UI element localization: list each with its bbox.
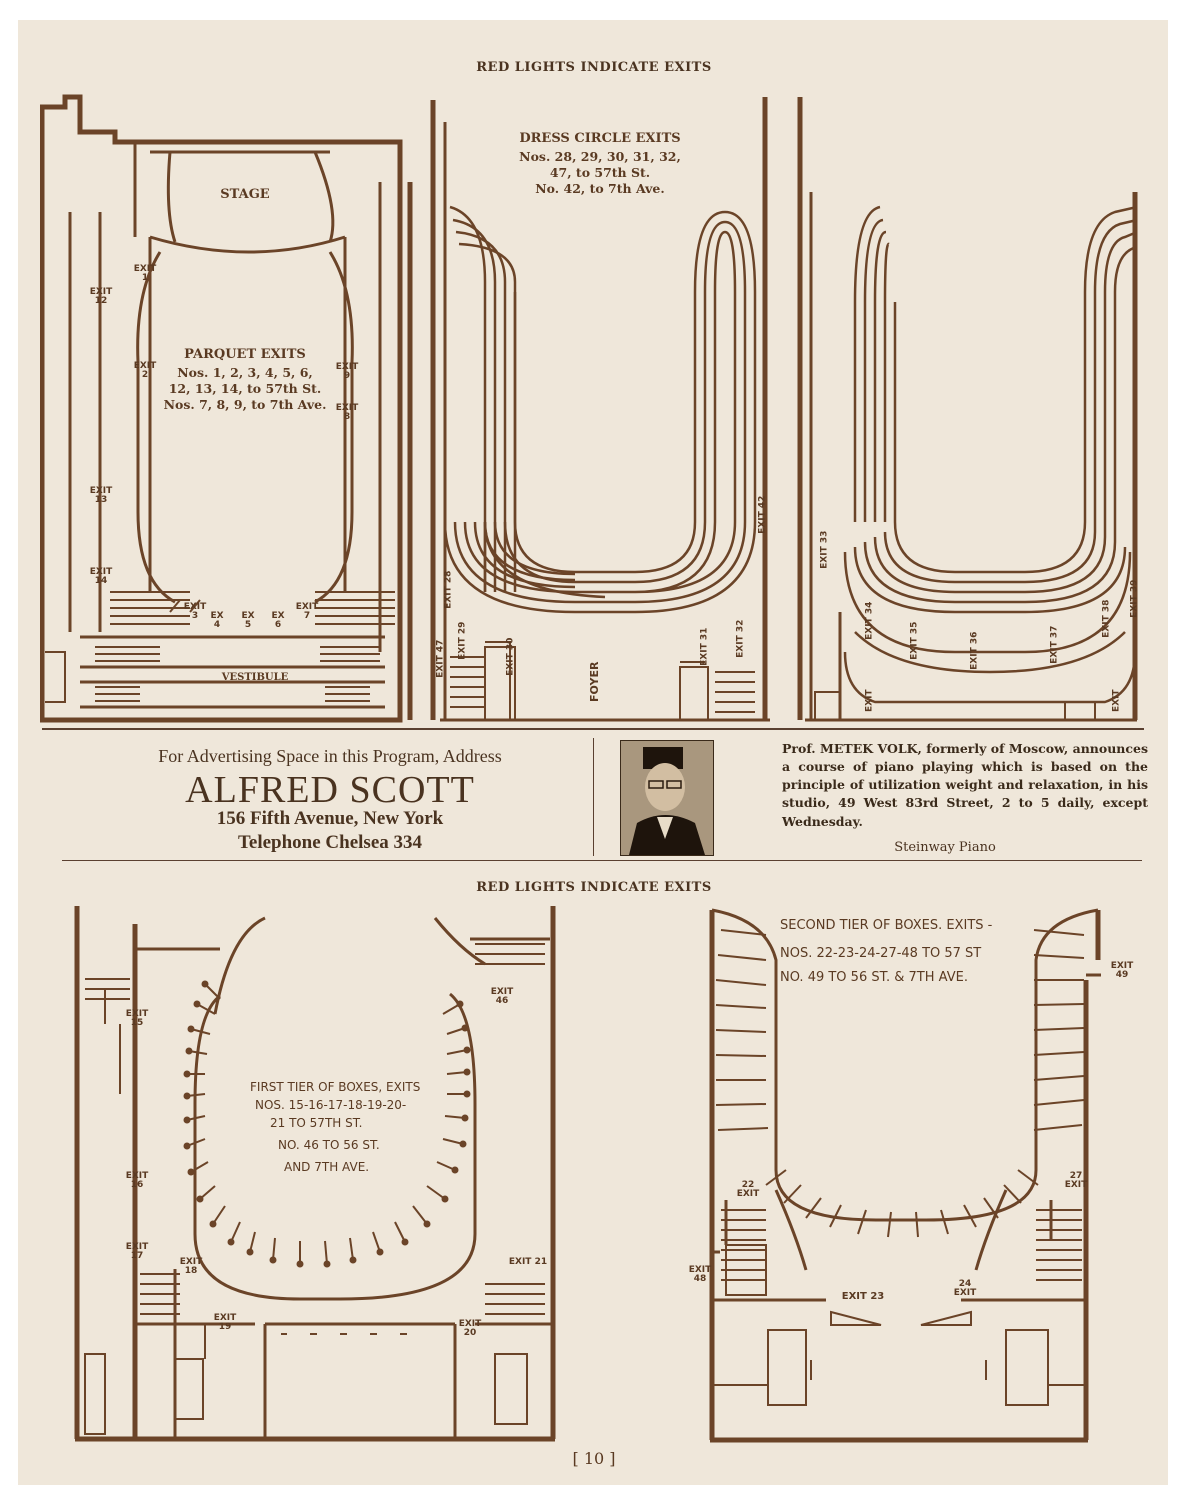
exit-47-label: EXIT 47 bbox=[435, 639, 446, 678]
first-tier-line1: FIRST TIER OF BOXES, EXITS bbox=[250, 1080, 421, 1094]
exit-29-label: EXIT 29 bbox=[457, 621, 468, 660]
ad-name: ALFRED SCOTT bbox=[185, 769, 475, 811]
exit-42-label: EXIT 42 bbox=[757, 495, 768, 534]
second-tier-line1: SECOND TIER OF BOXES. EXITS - bbox=[780, 918, 993, 933]
exit-31-label: EXIT 31 bbox=[699, 627, 710, 666]
parquet-floor-plan bbox=[40, 94, 413, 723]
dress-circle-line1: Nos. 28, 29, 30, 31, 32, bbox=[519, 149, 681, 164]
exit-unnumbered-right-label: EXIT bbox=[1111, 689, 1122, 713]
first-tier-line4: NO. 46 TO 56 ST. bbox=[278, 1138, 380, 1152]
first-tier-line2: NOS. 15-16-17-18-19-20- bbox=[255, 1098, 407, 1112]
volk-portrait bbox=[620, 740, 714, 856]
portrait-figure-icon bbox=[621, 741, 713, 855]
page-number: [ 10 ] bbox=[572, 1449, 616, 1468]
exit-38-label: EXIT 38 bbox=[1101, 599, 1112, 638]
volk-announcement: Prof. METEK VOLK, formerly of Moscow, an… bbox=[782, 741, 1148, 829]
vestibule-label: VESTIBULE bbox=[221, 672, 289, 683]
parquet-exits-line1: Nos. 1, 2, 3, 4, 5, 6, bbox=[177, 365, 313, 380]
exit-28-label: EXIT 28 bbox=[443, 570, 454, 609]
exit-30-label: EXIT 30 bbox=[505, 637, 516, 676]
stage-label: STAGE bbox=[220, 187, 270, 202]
dress-circle-line3: No. 42, to 7th Ave. bbox=[535, 181, 665, 196]
exit-36-label: EXIT 36 bbox=[969, 631, 980, 670]
foyer-label: FOYER bbox=[588, 661, 602, 702]
exit-32-label: EXIT 32 bbox=[735, 619, 746, 658]
exit-unnumbered-left-label: EXIT bbox=[864, 689, 875, 713]
second-tier-line2: NOS. 22-23-24-27-48 TO 57 ST bbox=[780, 946, 982, 961]
first-tier-line3: 21 TO 57TH ST. bbox=[270, 1116, 363, 1130]
exit-23-label: EXIT 23 bbox=[841, 1291, 885, 1302]
exit-21-label: EXIT 21 bbox=[508, 1257, 548, 1267]
exit-34-label: EXIT 34 bbox=[864, 601, 875, 640]
exit-33-label: EXIT 33 bbox=[819, 530, 830, 569]
ad-phone: Telephone Chelsea 334 bbox=[237, 832, 423, 853]
dress-circle-title: DRESS CIRCLE EXITS bbox=[519, 131, 681, 146]
exit-37-label: EXIT 37 bbox=[1049, 625, 1060, 664]
divider-top bbox=[42, 728, 1144, 730]
first-tier-line5: AND 7TH AVE. bbox=[284, 1160, 370, 1174]
dress-circle-line2: 47, to 57th St. bbox=[549, 165, 651, 180]
parquet-exits-title: PARQUET EXITS bbox=[184, 347, 306, 362]
dress-circle-floor-plan bbox=[430, 97, 1138, 722]
volk-piano: Steinway Piano bbox=[894, 840, 996, 855]
ad-address: 156 Fifth Avenue, New York bbox=[216, 808, 444, 829]
first-tier-floor-plan bbox=[74, 906, 556, 1442]
ad-line1: For Advertising Space in this Program, A… bbox=[158, 746, 502, 766]
second-tier-line3: NO. 49 TO 56 ST. & 7TH AVE. bbox=[780, 970, 968, 985]
parquet-exits-line3: Nos. 7, 8, 9, to 7th Ave. bbox=[163, 397, 327, 412]
bottom-caption: RED LIGHTS INDICATE EXITS bbox=[476, 880, 712, 895]
exit-39-label: EXIT 39 bbox=[1129, 579, 1140, 618]
divider-vertical bbox=[593, 738, 594, 856]
top-caption: RED LIGHTS INDICATE EXITS bbox=[476, 60, 712, 75]
second-tier-floor-plan bbox=[709, 908, 1101, 1443]
divider-bottom bbox=[62, 860, 1142, 861]
exit-35-label: EXIT 35 bbox=[909, 621, 920, 660]
parquet-exits-line2: 12, 13, 14, to 57th St. bbox=[168, 381, 322, 396]
